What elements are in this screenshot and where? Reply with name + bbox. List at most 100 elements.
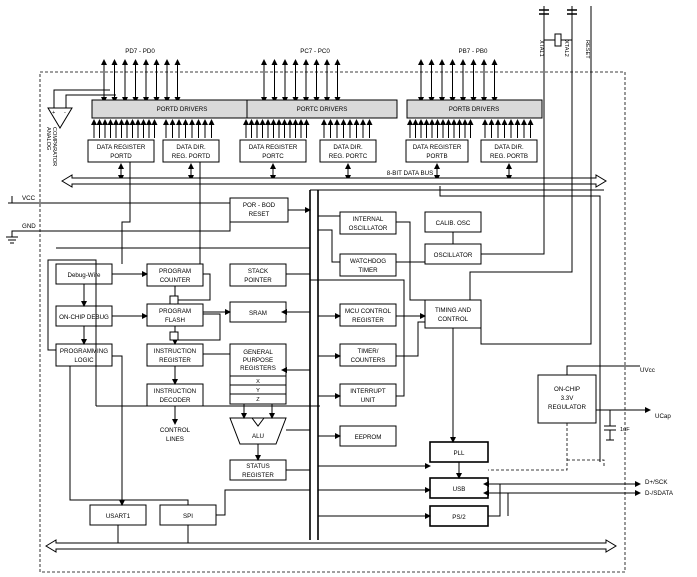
timing-control-l2: CONTROL <box>438 316 469 323</box>
dir-register-portb-l1: DATA DIR. <box>494 144 524 151</box>
gpr-row-lines <box>230 375 286 395</box>
comparator-wire-2 <box>65 94 116 108</box>
port-pin-arrows <box>101 59 498 103</box>
prog-logic-l2: LOGIC <box>74 357 94 364</box>
data-bus-bottom <box>45 539 617 553</box>
status-register-l1: STATUS <box>246 463 270 470</box>
comparator-minus: - <box>64 110 66 116</box>
junction-ir <box>169 331 179 341</box>
status-register-l2: REGISTER <box>242 472 274 479</box>
watchdog-l2: TIMER <box>358 267 378 274</box>
pll-label: PLL <box>453 450 465 457</box>
alu-label: ALU <box>252 433 264 440</box>
internal-oscillator <box>339 211 397 235</box>
analog-comparator-label-2: COMPARATOR <box>51 127 57 166</box>
port-c-pins-label: PC7 - PC0 <box>300 48 330 55</box>
reg-y-label: Y <box>256 388 260 394</box>
reg-z-label: Z <box>256 397 260 403</box>
internal-osc-l2: OSCILLATOR <box>349 225 388 232</box>
dir-register-portb <box>480 139 538 163</box>
gpr-l1: GENERAL <box>243 349 273 356</box>
program-flash-l1: PROGRAM <box>159 308 191 315</box>
stack-pointer-l2: POINTER <box>244 277 272 284</box>
xtal-reset-wires <box>543 6 592 92</box>
portc-drivers <box>246 99 398 119</box>
timer-counters-l2: COUNTERS <box>351 357 386 364</box>
dir-register-portb-l2: REG. PORTB <box>490 153 528 160</box>
xtal1-label: XTAL1 <box>538 40 544 57</box>
comparator-wire-1 <box>53 89 110 108</box>
data-register-portb-l2: PORTB <box>426 153 447 160</box>
regulator-l2: 3.3V <box>561 395 575 402</box>
por-bod-reset <box>229 197 289 223</box>
alu-notch <box>251 417 265 427</box>
data-register-portc <box>239 139 307 163</box>
ps2-usb-link <box>488 484 509 517</box>
alu-symbol <box>229 417 287 445</box>
uvcc-wire <box>566 365 640 375</box>
program-counter-l2: COUNTER <box>160 277 191 284</box>
dir-register-portc <box>319 139 377 163</box>
data-register-portb <box>405 139 469 163</box>
ucap-label: UCap <box>655 413 671 420</box>
gnd-label: GND <box>22 223 36 230</box>
dir-register-portc-l2: REG. PORTC <box>329 153 368 160</box>
portc-drivers-label: PORTC DRIVERS <box>297 106 348 113</box>
timing-control-l1: TIMING AND <box>435 307 472 314</box>
data-bus-label: 8-BIT DATA BUS <box>387 170 433 177</box>
dir-register-portc-l1: DATA DIR. <box>333 144 363 151</box>
watchdog-timer <box>339 253 397 277</box>
uvcc-label: UVcc <box>640 367 655 374</box>
vcc-label: VCC <box>22 195 36 202</box>
regulator-l3: REGULATOR <box>548 404 586 411</box>
control-lines-l2: LINES <box>166 436 184 443</box>
xtal-pads <box>539 9 577 15</box>
dir-register-portd-l1: DATA DIR. <box>176 144 206 151</box>
cap-value: 1uF <box>620 427 630 433</box>
interrupt-l1: INTERRUPT <box>350 388 386 395</box>
reg-x-label: X <box>256 379 260 385</box>
spi-label: SPI <box>183 513 193 520</box>
program-flash-l2: FLASH <box>165 317 185 324</box>
dir-register-portd <box>162 139 220 163</box>
oscillator-label: OSCILLATOR <box>434 252 473 259</box>
internal-osc-l1: INTERNAL <box>353 216 384 223</box>
eeprom-label: EEPROM <box>355 434 382 441</box>
debug-wire-label: Debug-Wire <box>67 272 101 279</box>
timing-and-control <box>424 299 482 329</box>
analog-comparator-label-1: ANALOG <box>45 127 51 150</box>
chip-outline <box>39 71 626 573</box>
watchdog-l1: WATCHDOG <box>350 258 386 265</box>
xtal2-label: XTAL2 <box>563 40 569 57</box>
portd-drivers-label: PORTD DRIVERS <box>157 106 208 113</box>
data-register-portc-l2: PORTC <box>262 153 284 160</box>
ps2-label: PS/2 <box>452 514 466 521</box>
data-register-portb-l1: DATA REGISTER <box>413 144 462 151</box>
regulator-dashed-links <box>488 423 605 471</box>
analog-comparator-symbol <box>47 107 73 129</box>
data-register-portd <box>87 139 155 163</box>
onchip-debug-label: ON-CHIP DEBUG <box>59 314 109 321</box>
dplus-label: D+/SCK <box>645 479 668 486</box>
data-register-portd-l1: DATA REGISTER <box>97 144 146 151</box>
gpr-l3: REGISTERS <box>240 365 276 372</box>
port-b-pins-label: PB7 - PB0 <box>459 48 488 55</box>
instruction-register-l1: INSTRUCTION <box>154 348 196 355</box>
junction-flash <box>169 295 179 305</box>
prog-logic-l1: PROGRAMMING <box>60 348 108 355</box>
portb-drivers-label: PORTB DRIVERS <box>449 106 499 113</box>
comparator-plus: + <box>52 110 55 116</box>
mcu-control-l1: MCU CONTROL <box>345 308 392 315</box>
instruction-register-l2: REGISTER <box>159 357 191 364</box>
usb-label: USB <box>453 486 466 493</box>
stack-pointer-l1: STACK <box>248 268 269 275</box>
portb-drivers <box>406 99 543 119</box>
reset-label: RESET <box>584 40 590 59</box>
vcc-wire <box>8 196 40 204</box>
control-lines-l1: CONTROL <box>160 427 191 434</box>
program-counter-l1: PROGRAM <box>159 268 191 275</box>
timer-counters-l1: TIMER/ <box>358 348 379 355</box>
register-driver-arrows <box>91 119 534 181</box>
dir-register-portd-l2: REG. PORTD <box>172 153 211 160</box>
